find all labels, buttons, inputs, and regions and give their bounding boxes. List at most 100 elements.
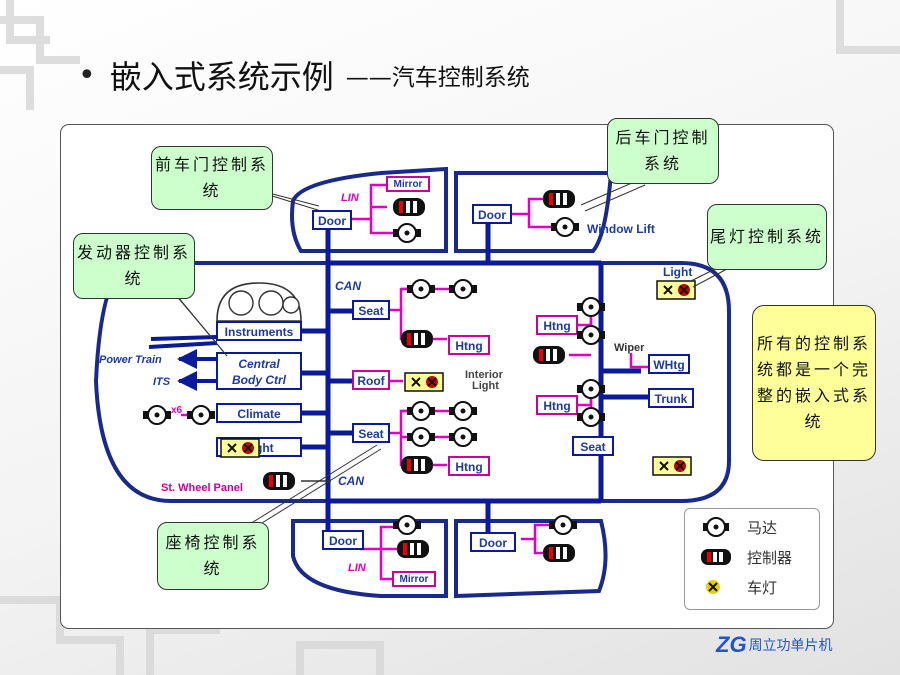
instruments-box-label: Instruments [225, 325, 294, 339]
htng-front-box-label: Htng [455, 339, 482, 353]
controller-icon [263, 472, 295, 490]
door-bottom-right-box: Door [470, 532, 516, 552]
motor-icon [577, 297, 605, 317]
htng-rear-bottom-box: Htng [536, 395, 578, 415]
interior-light-line2: Light [472, 380, 499, 392]
controller-icon [401, 330, 433, 348]
seat-bottom-box-label: Seat [358, 427, 383, 441]
controller-icon [393, 198, 425, 216]
climate-box-label: Climate [237, 407, 281, 421]
mirror-top-box: Mirror [386, 176, 430, 192]
seat-front-box: Seat [352, 300, 390, 320]
title-bullet: • [78, 57, 96, 93]
central-body-ctrl-line2: Body Ctrl [232, 373, 287, 387]
st-wheel-label: St. Wheel Panel [161, 482, 243, 494]
motor-icon [393, 223, 421, 243]
seat-rear-box: Seat [572, 436, 614, 456]
trunk-box: Trunk [648, 388, 694, 408]
legend-row-motor: 马达 [699, 515, 777, 539]
htng-rear-top-box: Htng [536, 315, 578, 335]
instruments-box: Instruments [216, 321, 302, 341]
motor-icon [449, 401, 477, 421]
rear-right-door-outline [454, 519, 608, 599]
legend-lamp-label: 车灯 [747, 578, 778, 597]
interior-light-line1: Interior [465, 369, 504, 381]
lamp-icon [652, 456, 692, 476]
motor-icon [449, 427, 477, 447]
its-label: ITS [153, 376, 171, 388]
trunk-box-label: Trunk [655, 392, 688, 406]
power-train-label: Power Train [99, 354, 162, 366]
lamp-icon [656, 280, 696, 300]
door-bottom-right-box-label: Door [479, 536, 507, 550]
can-bottom-label: CAN [338, 474, 364, 488]
company-logo: ZG 周立功单片机 [716, 632, 833, 658]
x6-label: x6 [171, 405, 183, 416]
motor-icon [549, 515, 577, 535]
callout-engine: 发动器控制系统 [73, 233, 195, 299]
lin-bottom-label: LIN [348, 562, 367, 574]
motor-icon [393, 515, 421, 535]
motor-icon [449, 279, 477, 299]
motor-icon [577, 407, 605, 427]
motor-icon [551, 217, 579, 237]
motor-icon [577, 379, 605, 399]
climate-box: Climate [216, 403, 302, 423]
slide-title: • 嵌入式系统示例 ——汽车控制系统 [78, 50, 530, 100]
lamp-icon [404, 372, 444, 392]
door-front-left-box: Door [312, 210, 352, 230]
whtg-box-label: WHtg [653, 358, 684, 372]
instrument-gauge-icon [216, 282, 302, 322]
htng-rear-top-box-label: Htng [543, 319, 570, 333]
front-left-door-outline [290, 166, 448, 253]
title-main: 嵌入式系统示例 [109, 58, 334, 96]
legend-controller-label: 控制器 [747, 548, 793, 567]
legend: 马达 控制器 车灯 [684, 508, 820, 610]
light-tail-label: Light [663, 265, 692, 279]
mirror-top-box-label: Mirror [394, 179, 423, 190]
seat-front-box-label: Seat [358, 304, 383, 318]
logo-mark: ZG [716, 632, 747, 657]
motor-icon [577, 325, 605, 345]
legend-motor-label: 马达 [747, 518, 778, 537]
callout-tail-light: 尾灯控制系统 [707, 204, 827, 270]
htng-bottom-box: Htng [448, 456, 490, 476]
motor-icon [187, 405, 215, 425]
logo-text: 周立功单片机 [748, 638, 833, 654]
callout-rear-door: 后车门控制系统 [607, 118, 719, 184]
motor-icon [407, 279, 435, 299]
legend-row-controller: 控制器 [699, 545, 792, 569]
controller-icon [401, 456, 433, 474]
wiper-label: Wiper [614, 342, 645, 354]
htng-rear-bottom-box-label: Htng [543, 399, 570, 413]
door-rear-left-box: Door [472, 204, 512, 224]
door-bottom-left-box-label: Door [329, 534, 357, 548]
callout-seat: 座椅控制系统 [157, 522, 269, 590]
can-top-label: CAN [335, 279, 361, 293]
central-body-ctrl-line1: Central [238, 357, 280, 371]
front-right-door-outline [291, 519, 448, 598]
lamp-icon [706, 580, 720, 594]
car-body-outline [93, 261, 731, 503]
central-body-ctrl-box [216, 352, 302, 390]
window-lift-label: Window Lift [587, 222, 655, 236]
motor-icon [407, 401, 435, 421]
controller-icon [533, 346, 565, 364]
lamp-icon [220, 438, 260, 458]
legend-row-lamp: 车灯 [699, 575, 777, 599]
controller-icon [543, 544, 575, 562]
roof-box-label: Roof [357, 374, 385, 388]
mirror-bottom-box-label: Mirror [400, 574, 429, 585]
summary-note: 所有的控制系统都是一个完整的嵌入式系统 [752, 305, 876, 461]
car-network-diagram: DoorMirrorDoorInstrumentsClimateLightSea… [93, 166, 731, 599]
seat-rear-box-label: Seat [580, 440, 605, 454]
title-subtitle: ——汽车控制系统 [345, 65, 530, 91]
motor-icon [143, 405, 171, 425]
controller-icon [543, 190, 575, 208]
lin-top-label: LIN [341, 192, 360, 204]
callout-front-door: 前车门控制系统 [151, 146, 273, 210]
controller-icon [397, 540, 429, 558]
whtg-box: WHtg [648, 354, 690, 374]
htng-bottom-box-label: Htng [455, 460, 482, 474]
